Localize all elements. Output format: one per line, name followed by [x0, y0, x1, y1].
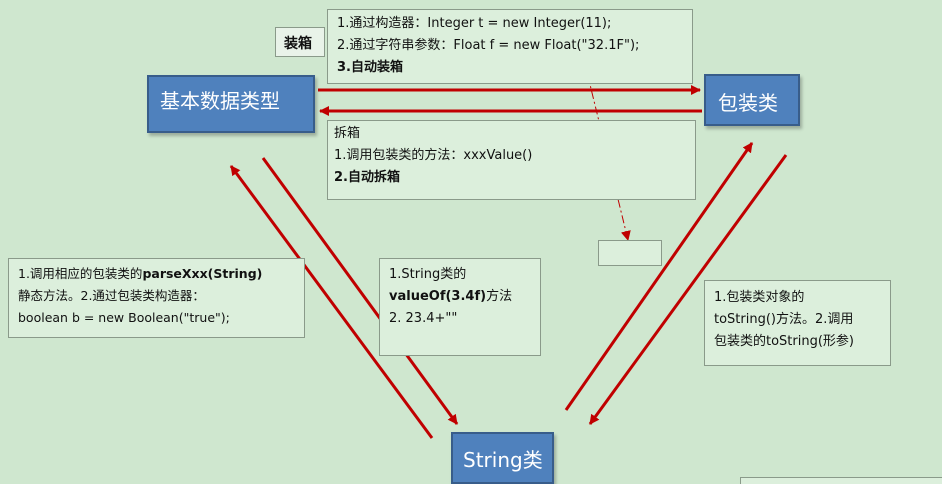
- node-string-class-label: String类: [463, 448, 543, 472]
- valueof-suffix: 方法: [486, 289, 513, 304]
- unboxing-line-1: 1.调用包装类的方法：xxxValue(): [334, 148, 533, 163]
- boxing-line-3: 3.自动装箱: [337, 60, 403, 75]
- empty-annotation-box: [598, 240, 662, 266]
- arrow-basic-to-string: [261, 157, 459, 425]
- valueof-line-1: 1.String类的: [389, 267, 467, 282]
- boxing-line-2: 2.通过字符串参数：Float f = new Float("32.1F");: [337, 38, 640, 53]
- parse-line-1: 1.调用相应的包装类的parseXxx(String): [18, 263, 304, 285]
- parse-note: 1.调用相应的包装类的parseXxx(String) 静态方法。2.通过包装类…: [8, 258, 305, 338]
- parse-line-1-method: parseXxx(String): [142, 266, 263, 281]
- node-basic-data-type: 基本数据类型: [147, 75, 315, 133]
- unboxing-note: 拆箱 1.调用包装类的方法：xxxValue() 2.自动拆箱: [327, 120, 696, 200]
- tostring-note: 1.包装类对象的 toString()方法。2.调用 包装类的toString(…: [704, 280, 891, 366]
- tostring-line-1: 1.包装类对象的: [714, 290, 805, 305]
- corner-box: [740, 477, 942, 484]
- unboxing-line-2: 2.自动拆箱: [334, 170, 400, 185]
- arrow-string-to-basic: [229, 165, 434, 439]
- node-wrapper-class: 包装类: [704, 74, 800, 126]
- valueof-note: 1.String类的 valueOf(3.4f)方法 2. 23.4+"": [379, 258, 541, 356]
- valueof-line-2: valueOf(3.4f)方法: [389, 286, 540, 308]
- arrow-string-to-wrapper: [564, 142, 754, 411]
- parse-line-2: 静态方法。2.通过包装类构造器：: [18, 288, 205, 303]
- boxing-note: 1.通过构造器：Integer t = new Integer(11); 2.通…: [327, 9, 693, 84]
- parse-line-3: boolean b = new Boolean("true");: [18, 310, 230, 325]
- boxing-line-1: 1.通过构造器：Integer t = new Integer(11);: [337, 16, 612, 31]
- node-string-class: String类: [451, 432, 554, 484]
- arrow-wrapper-to-string: [588, 154, 788, 425]
- parse-line-1-prefix: 1.调用相应的包装类的: [18, 266, 143, 281]
- tostring-line-2: toString()方法。2.调用: [714, 312, 854, 327]
- valueof-method: valueOf(3.4f): [389, 289, 487, 304]
- boxing-tag: 装箱: [275, 27, 325, 57]
- unboxing-title: 拆箱: [334, 126, 361, 141]
- valueof-line-3: 2. 23.4+"": [389, 311, 458, 326]
- node-wrapper-class-label: 包装类: [718, 91, 778, 115]
- node-basic-data-type-label: 基本数据类型: [160, 89, 280, 113]
- tostring-line-3: 包装类的toString(形参): [714, 334, 854, 349]
